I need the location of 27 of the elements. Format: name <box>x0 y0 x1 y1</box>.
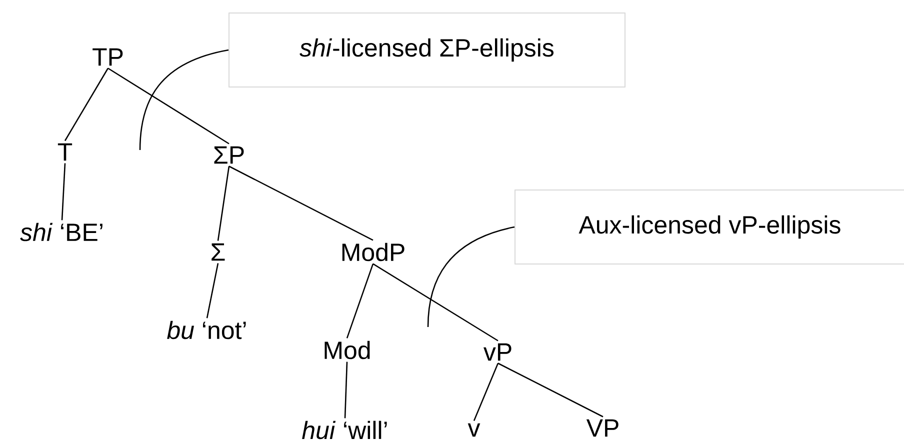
tree-label: vP <box>484 343 512 361</box>
tree-branch <box>217 166 230 241</box>
tree-branch <box>498 362 604 418</box>
tree-label: VP <box>586 419 618 437</box>
tree-branch <box>473 363 499 421</box>
leader-line <box>139 49 229 150</box>
tree-label: Σ <box>212 243 225 261</box>
tree-label: hui ‘will’ <box>302 420 387 440</box>
tree-label: Mod <box>324 340 370 360</box>
tree-branch <box>64 68 109 142</box>
tree-label: bu ‘not’ <box>167 320 246 340</box>
tree-label: ΣP <box>214 146 244 164</box>
tree-label: shi ‘BE’ <box>20 222 102 242</box>
leader-line <box>427 226 515 328</box>
tree-branch <box>108 68 230 144</box>
tree-branch <box>228 166 374 241</box>
tree-branch <box>206 263 219 318</box>
callout-box: shi-licensed ΣP-ellipsis <box>228 12 626 88</box>
tree-branch <box>344 362 348 418</box>
tree-branch <box>372 263 498 342</box>
tree-label: T <box>58 143 72 161</box>
callout-box: Aux-licensed vP-ellipsis <box>514 190 904 264</box>
tree-label: TP <box>92 48 123 66</box>
tree-branch <box>346 264 374 338</box>
tree-label: ModP <box>342 242 404 262</box>
tree-label: v <box>468 423 480 437</box>
tree-branch <box>61 163 66 220</box>
